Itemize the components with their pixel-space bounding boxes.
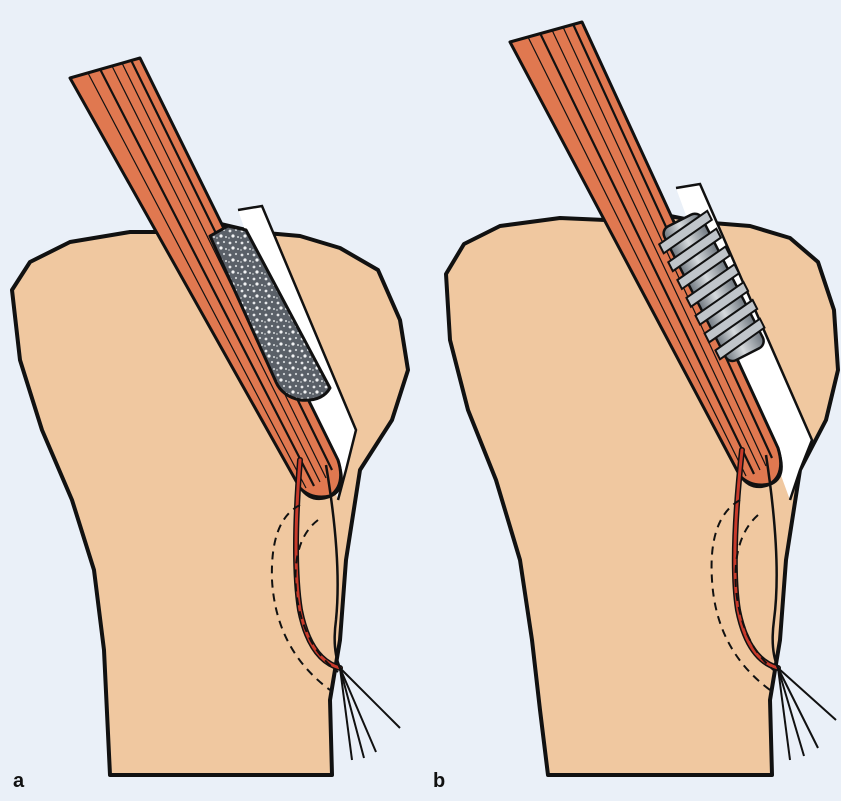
bone-b bbox=[446, 212, 838, 775]
panel-label-b: b bbox=[433, 771, 445, 791]
suture-tails-b bbox=[778, 668, 836, 760]
panel-b bbox=[446, 22, 838, 775]
panel-label-a: a bbox=[13, 771, 24, 791]
suture-tails-a bbox=[340, 668, 400, 760]
panel-a bbox=[12, 58, 408, 775]
